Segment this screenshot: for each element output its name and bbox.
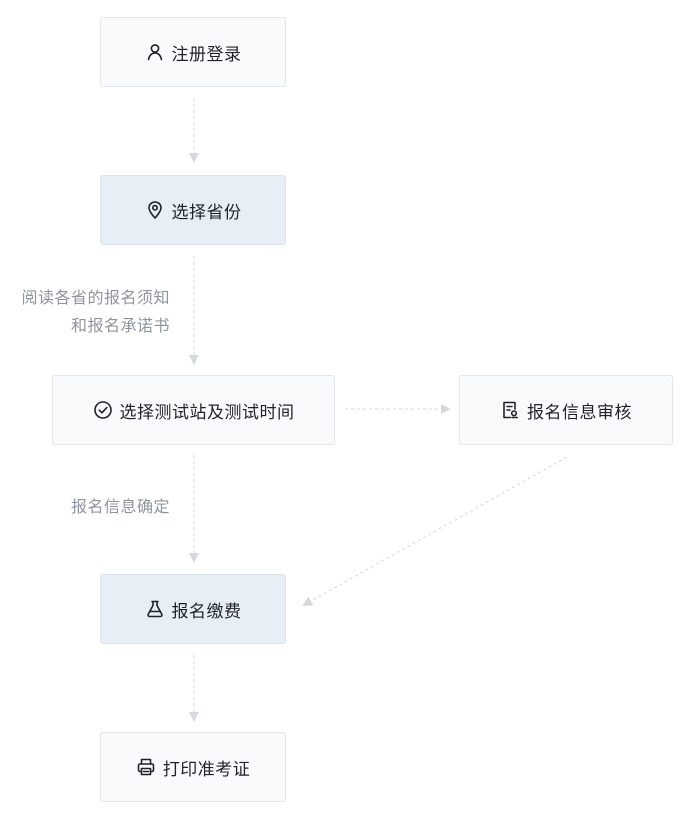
node-register[interactable]: 注册登录	[100, 17, 286, 87]
node-review-label: 报名信息审核	[527, 402, 632, 423]
node-site-selection-label: 选择测试站及测试时间	[119, 402, 295, 423]
node-province[interactable]: 选择省份	[100, 175, 286, 245]
node-payment-label: 报名缴费	[171, 601, 242, 622]
edge-label-confirm-info-text: 报名信息确定	[70, 497, 170, 516]
printer-icon	[136, 757, 156, 777]
node-print-ticket-label: 打印准考证	[162, 759, 251, 780]
edge-label-read-notice-line1: 阅读各省的报名须知	[21, 288, 170, 307]
node-payment[interactable]: 报名缴费	[100, 574, 286, 644]
check-circle-icon	[93, 400, 113, 420]
arrow-review-to-pay	[302, 456, 568, 606]
money-bag-icon	[145, 599, 165, 619]
node-register-label: 注册登录	[171, 44, 242, 65]
location-pin-icon	[145, 200, 165, 220]
edge-label-confirm-info: 报名信息确定	[0, 493, 170, 521]
edge-label-read-notice-line2: 和报名承诺书	[70, 316, 170, 335]
node-print-ticket[interactable]: 打印准考证	[100, 732, 286, 802]
node-review[interactable]: 报名信息审核	[459, 375, 673, 445]
edge-label-read-notice: 阅读各省的报名须知 和报名承诺书	[0, 284, 170, 340]
node-site-selection[interactable]: 选择测试站及测试时间	[52, 375, 335, 445]
node-province-label: 选择省份	[171, 202, 242, 223]
user-icon	[145, 42, 165, 62]
document-review-icon	[500, 400, 520, 420]
